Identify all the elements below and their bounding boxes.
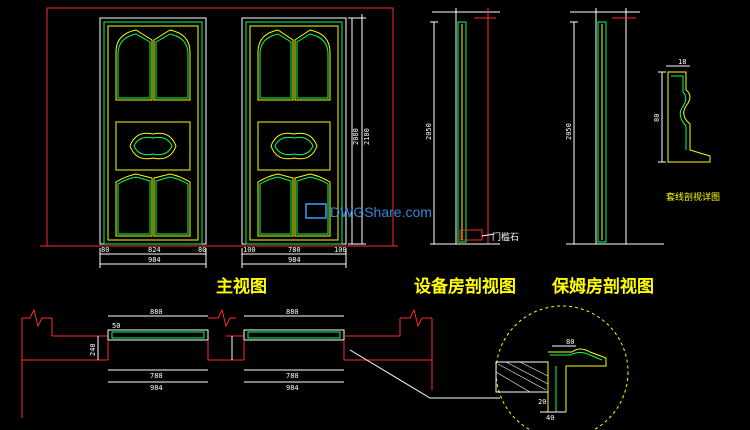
circle-detail [495, 305, 629, 430]
dim-plan2-outer: 984 [286, 384, 299, 392]
dim-section1-height: 2050 [425, 123, 433, 140]
dim-detail-top: 80 [566, 338, 574, 346]
dim-height-2080: 2080 [352, 128, 360, 145]
dim-door1-right-trim: 80 [198, 246, 206, 254]
nanny-section [566, 8, 664, 245]
title-nanny-section: 保姆房剖视图 [551, 276, 654, 297]
title-front-view: 主视图 [216, 276, 267, 297]
dim-door1-inner: 824 [148, 246, 161, 254]
equipment-section [430, 8, 500, 245]
dim-trim-width: 18 [678, 58, 686, 66]
dim-plan1-inner: 780 [150, 372, 163, 380]
label-threshold: 门槛石 [492, 231, 519, 243]
front-dims [99, 248, 347, 268]
dim-plan2-inner: 780 [286, 372, 299, 380]
dim-door2-right-trim: 100 [334, 246, 347, 254]
dim-height-2180: 2180 [363, 128, 371, 145]
dim-door2-inner: 780 [288, 246, 301, 254]
dim-trim-depth: 80 [653, 114, 661, 122]
front-view [40, 7, 398, 247]
title-equipment-section: 设备房剖视图 [414, 276, 516, 297]
dim-plan1-outer: 984 [150, 384, 163, 392]
dim-plan1-top: 880 [150, 308, 163, 316]
dim-detail-side: 20 [538, 398, 546, 406]
watermark-logo-icon [305, 203, 327, 219]
watermark: DWGShare.com [305, 203, 432, 220]
title-trim-detail: 套线剖视详图 [666, 191, 720, 203]
dim-plan-wall: 240 [89, 343, 97, 356]
trim-profile-detail [658, 65, 711, 163]
dim-plan-offset: 50 [112, 322, 120, 330]
plan-view [21, 308, 500, 418]
dim-detail-bottom: 40 [546, 414, 554, 422]
dim-door2-outer: 984 [288, 256, 301, 264]
dim-door1-outer: 984 [148, 256, 161, 264]
dim-door2-left-trim: 100 [243, 246, 256, 254]
door-leaf-left [99, 17, 207, 245]
wall-opening [46, 7, 394, 246]
dim-plan2-top: 880 [286, 308, 299, 316]
dim-door1-left-trim: 80 [101, 246, 109, 254]
dim-section2-height: 2050 [565, 123, 573, 140]
watermark-text: DWGShare.com [330, 204, 432, 220]
door-leaf-right [241, 17, 347, 245]
